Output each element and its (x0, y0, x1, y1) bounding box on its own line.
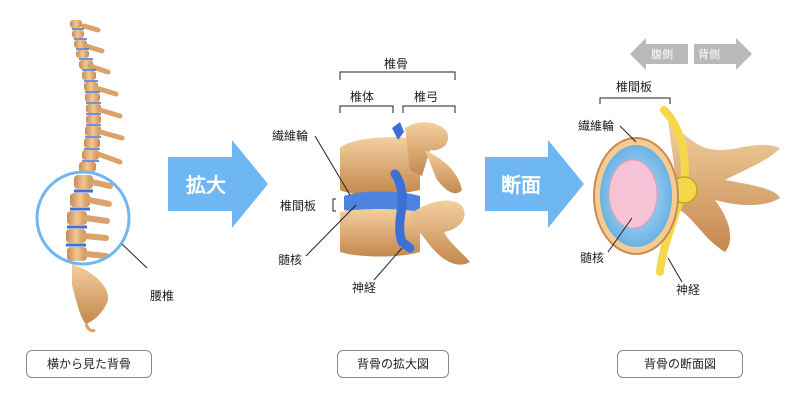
cervical-thoracic-vertebrae (70, 20, 125, 172)
label-section-nerve: 神経 (676, 283, 700, 297)
caption-enlarged: 背骨の拡大図 (337, 350, 449, 378)
bracket-vertebra (339, 71, 456, 80)
label-vertebra: 椎骨 (384, 56, 408, 71)
label-disc: 椎間板 (280, 198, 316, 213)
nucleus-pulposus (608, 159, 658, 229)
svg-text:背側: 背側 (698, 47, 720, 61)
label-section-disc: 椎間板 (616, 79, 652, 94)
lumbar-highlight-circle (35, 170, 131, 266)
cross-section-illustration: 腹側 背側 椎間板 繊維輪 髄核 神経 (578, 38, 780, 297)
lumbar-leader-line (121, 243, 148, 269)
arrow-zoom: 拡大 (168, 140, 268, 228)
bracket-disc (599, 97, 671, 104)
direction-ventral-arrow: 腹側 (630, 38, 688, 70)
label-annulus: 繊維輪 (272, 128, 308, 143)
nerve-root (390, 169, 415, 253)
lumbar-vertebrae (66, 175, 113, 261)
label-body: 椎体 (350, 89, 374, 104)
arrow-cross-section-label: 断面 (501, 173, 541, 197)
posterior-elements (668, 120, 780, 252)
bracket-arch (402, 105, 456, 113)
arrow-cross-section: 断面 (485, 140, 584, 228)
label-nerve: 神経 (352, 281, 376, 295)
arrow-zoom-label: 拡大 (186, 173, 226, 197)
label-arch: 椎弓 (414, 89, 438, 104)
caption-spine: 横から見た背骨 (26, 350, 152, 378)
sacrum-coccyx (72, 264, 109, 333)
direction-dorsal-arrow: 背側 (694, 38, 752, 70)
label-section-annulus: 繊維輪 (578, 118, 614, 133)
label-section-nucleus: 髄核 (580, 250, 604, 265)
upper-arch (405, 122, 449, 176)
label-lumbar: 腰椎 (150, 288, 174, 303)
label-nucleus: 髄核 (278, 252, 302, 267)
lower-arch (410, 200, 470, 265)
bracket-body (339, 105, 394, 113)
svg-text:腹側: 腹側 (651, 47, 673, 61)
caption-section: 背骨の断面図 (617, 350, 743, 378)
enlarged-vertebrae-illustration: 椎骨 椎体 椎弓 繊維輪 椎間板 髄核 神経 (272, 56, 470, 295)
spine-illustration: 腰椎 (35, 20, 174, 333)
